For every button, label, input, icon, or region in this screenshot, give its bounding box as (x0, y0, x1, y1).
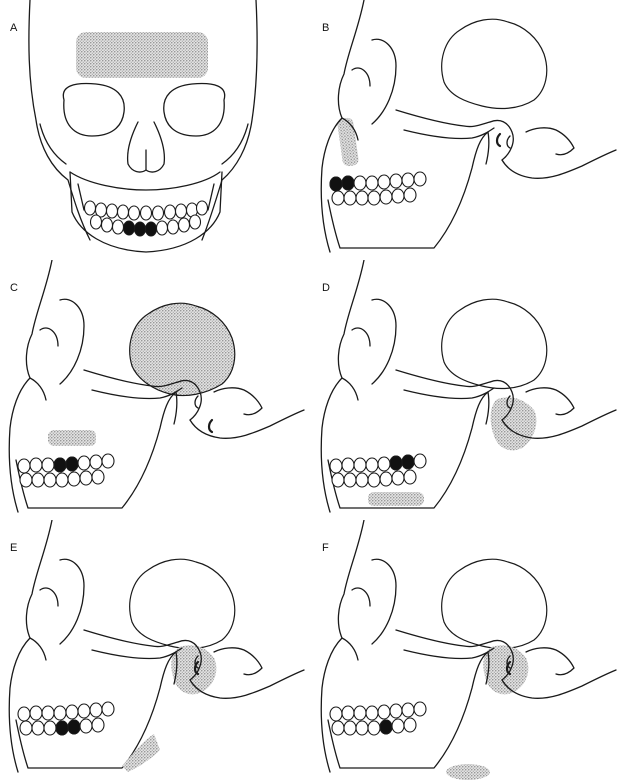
shaded-region-forehead (76, 32, 208, 78)
panel-e: E (0, 520, 312, 780)
shaded-region-preauricular (171, 645, 216, 694)
dark-tooth (135, 222, 146, 236)
panel-a: A (0, 0, 312, 260)
dark-tooth (146, 222, 157, 236)
lateral-skull-drawing (0, 520, 312, 780)
panel-d: D (312, 260, 624, 520)
shaded-region-mandible-body (368, 492, 424, 506)
dark-tooth (54, 458, 66, 472)
panel-label: A (10, 22, 17, 34)
shaded-region-submandibular (446, 764, 490, 780)
ear-canal-mark (209, 420, 212, 432)
dark-tooth (380, 720, 392, 734)
ear-canal-mark (497, 134, 500, 146)
dark-tooth (68, 720, 80, 734)
dark-tooth (342, 176, 354, 190)
upper-teeth-row (85, 201, 208, 220)
panel-c: C (0, 260, 312, 520)
dark-tooth (402, 455, 414, 469)
panel-label: E (10, 542, 17, 554)
shaded-region-maxillary-sinus (337, 117, 360, 167)
frontal-skull-drawing (0, 0, 312, 260)
dark-tooth (390, 456, 402, 470)
right-orbit (164, 84, 225, 136)
panel-label: B (322, 22, 329, 34)
lateral-skull-drawing (312, 260, 624, 520)
panel-label: C (10, 282, 18, 294)
panel-b: B (312, 0, 624, 260)
panel-label: D (322, 282, 330, 294)
dark-tooth (124, 221, 135, 235)
dark-tooth (330, 177, 342, 191)
left-orbit (63, 84, 124, 136)
panel-f: F (312, 520, 624, 780)
shaded-region-temporal-fossa (130, 303, 235, 395)
lateral-skull-drawing (312, 520, 624, 780)
shaded-region-preauricular (491, 397, 537, 450)
panel-label: F (322, 542, 329, 554)
dark-tooth (66, 457, 78, 471)
lateral-skull-drawing (0, 260, 312, 520)
shaded-region-preauricular (483, 645, 528, 694)
lateral-skull-drawing (312, 0, 624, 260)
dark-tooth (56, 721, 68, 735)
shaded-region-maxilla (48, 430, 96, 446)
